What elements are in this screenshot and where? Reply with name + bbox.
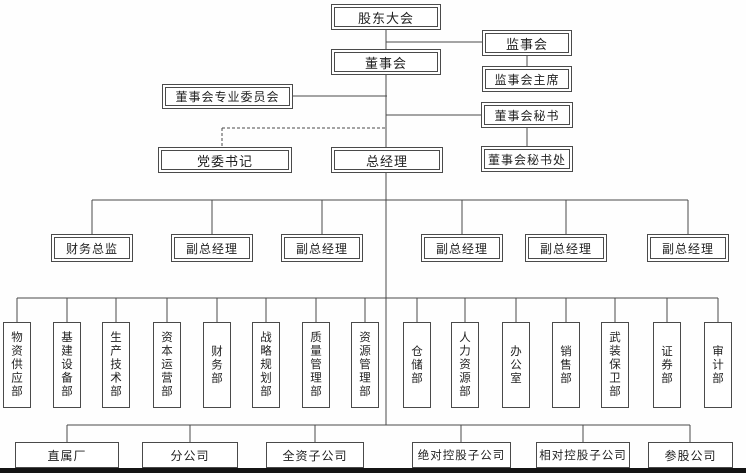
node-label: 财务总监 (54, 237, 130, 259)
node-dept-audit: 审计部 (704, 322, 732, 408)
node-shareholders-meeting: 股东大会 (331, 4, 441, 30)
node-dept-capital-operations: 资本运营部 (153, 322, 181, 408)
node-dept-office: 办公室 (502, 322, 530, 408)
node-board-of-directors: 董事会 (331, 49, 441, 75)
node-subsidiary-branch-company: 分公司 (142, 442, 238, 468)
node-dept-quality-mgmt: 质量管理部 (302, 322, 330, 408)
node-cfo: 财务总监 (51, 234, 133, 262)
node-subsidiary-direct-factory: 直属厂 (15, 442, 119, 468)
node-dept-production-tech: 生产技术部 (102, 322, 130, 408)
node-board-secretariat: 董事会秘书处 (481, 146, 573, 172)
node-dept-infrastructure: 基建设备部 (53, 322, 81, 408)
node-board-committees: 董事会专业委员会 (162, 84, 293, 109)
node-dept-finance: 财务部 (203, 322, 231, 408)
node-deputy-gm-3: 副总经理 (421, 234, 503, 262)
node-dept-warehouse: 仓储部 (403, 322, 431, 408)
node-deputy-gm-1: 副总经理 (171, 234, 253, 262)
node-label: 股东大会 (334, 7, 438, 27)
node-label: 党委书记 (161, 150, 289, 170)
node-label: 董事会专业委员会 (165, 87, 290, 106)
node-dept-sales: 销售部 (552, 322, 580, 408)
node-party-secretary: 党委书记 (158, 147, 292, 173)
node-dept-material-supply: 物资供应部 (3, 322, 31, 408)
node-deputy-gm-2: 副总经理 (281, 234, 363, 262)
node-label: 监事会 (485, 33, 569, 53)
node-label: 副总经理 (284, 237, 360, 259)
node-dept-resource-mgmt: 资源管理部 (351, 322, 379, 408)
node-label: 副总经理 (424, 237, 500, 259)
node-label: 董事会秘书处 (484, 149, 570, 169)
node-deputy-gm-4: 副总经理 (525, 234, 607, 262)
node-supervisory-chairman: 监事会主席 (482, 66, 572, 92)
node-label: 副总经理 (174, 237, 250, 259)
node-supervisory-board: 监事会 (482, 30, 572, 56)
node-label: 监事会主席 (485, 69, 569, 89)
node-subsidiary-wholly-owned: 全资子公司 (266, 442, 364, 468)
bottom-border-bar (0, 468, 746, 473)
node-label: 董事会 (334, 52, 438, 72)
node-dept-strategic-planning: 战略规划部 (252, 322, 280, 408)
node-dept-armed-security: 武装保卫部 (601, 322, 629, 408)
node-board-secretary: 董事会秘书 (481, 102, 573, 128)
node-subsidiary-equity-participation: 参股公司 (648, 442, 733, 468)
node-label: 副总经理 (650, 237, 726, 259)
node-deputy-gm-5: 副总经理 (647, 234, 729, 262)
node-general-manager: 总经理 (331, 147, 443, 173)
node-dept-human-resources: 人力资源部 (451, 322, 479, 408)
node-subsidiary-absolute-holding: 绝对控股子公司 (412, 442, 511, 468)
node-subsidiary-relative-holding: 相对控股子公司 (536, 442, 630, 468)
node-dept-securities: 证券部 (653, 322, 681, 408)
node-label: 副总经理 (528, 237, 604, 259)
node-label: 总经理 (334, 150, 440, 170)
node-label: 董事会秘书 (484, 105, 570, 125)
